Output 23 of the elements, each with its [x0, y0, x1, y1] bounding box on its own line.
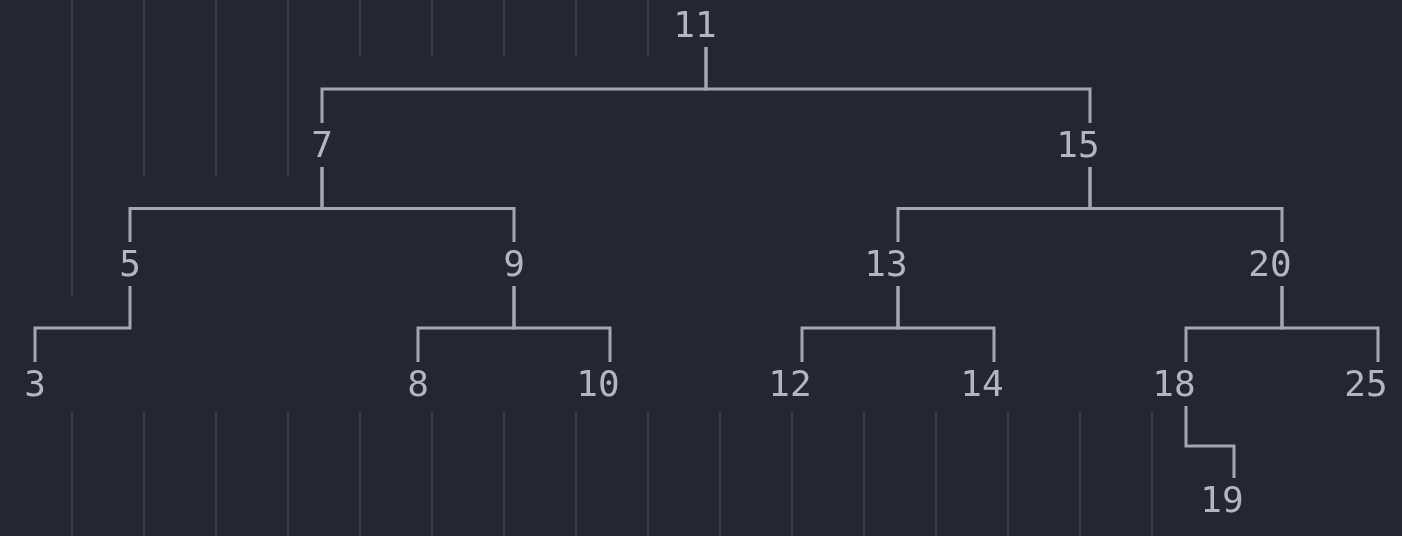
tree-connector: [1280, 286, 1380, 362]
tree-node-number: 10: [576, 364, 620, 404]
tree-node-number: 8: [407, 364, 429, 404]
tree-node-number: 25: [1344, 364, 1388, 404]
tree-node-number: 19: [1200, 480, 1244, 520]
tree-node-number: 13: [864, 244, 908, 284]
tree-connector: [512, 286, 612, 362]
tree-node-number: 7: [311, 125, 333, 165]
tree-node-number: 12: [768, 364, 812, 404]
tree-node-number: 5: [119, 244, 141, 284]
tree-connector: [33, 286, 132, 362]
tree-connector: [320, 167, 516, 242]
tree-connector: [896, 286, 996, 362]
tree-node-number: 9: [503, 244, 525, 284]
tree-node-number: 15: [1056, 125, 1100, 165]
tree-node-number: 14: [960, 364, 1004, 404]
tree-connector: [704, 47, 1092, 123]
tree-node-number: 18: [1152, 364, 1196, 404]
tree-connector: [1184, 406, 1236, 478]
tree-connector: [1088, 167, 1284, 242]
tree-node-number: 20: [1248, 244, 1292, 284]
tree-node-number: 11: [673, 5, 717, 45]
tree-node-number: 3: [24, 364, 46, 404]
